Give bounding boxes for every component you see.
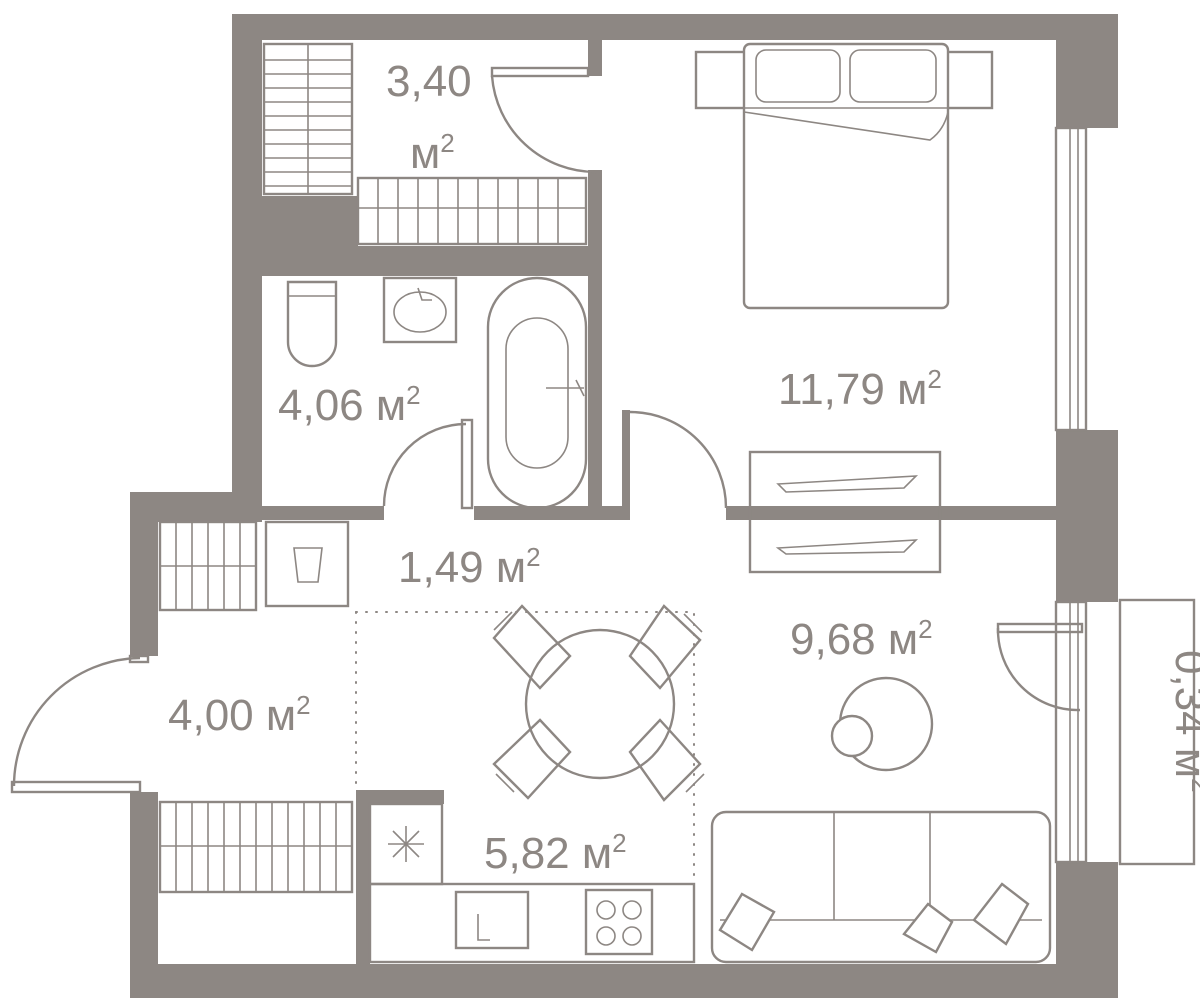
chair-bottom-left [492,718,572,800]
wall-right-2 [1056,430,1118,602]
walls [130,14,1118,998]
wall-top [232,14,1118,40]
wall-storage-right [588,40,602,76]
area-storage-unit: м2 [410,128,455,178]
bathroom-fixtures [286,276,588,510]
toilet-icon [286,280,338,368]
wall-bottom [130,964,1118,998]
hall-furniture [158,520,354,894]
snowflake-icon [388,826,424,862]
kitchen-furniture [368,802,696,964]
living-furniture [710,676,1052,964]
wall-hall-left-lower [130,792,158,998]
washing-machine [264,520,350,608]
kitchen-sink [454,890,530,950]
area-bathroom: 4,06 м2 [278,380,421,430]
doors [10,66,1084,794]
bedroom-furniture [694,42,994,574]
chair-bottom-right [628,718,705,802]
faucet-icon [417,287,432,301]
chair-top-right [628,604,703,690]
balcony-outline [1118,598,1196,866]
sink-icon [382,276,458,344]
kitchen-counter [368,882,696,964]
sofa [710,810,1052,964]
wall-storage-right-lower [588,170,602,510]
area-corridor: 1,49 м2 [398,542,541,592]
wall-bath-bottom-left [232,506,384,520]
wall-bath-bottom [474,506,628,520]
wall-right-3 [1056,862,1118,998]
kitchen-zone-boundary [355,611,695,885]
wall-kitchen-partition-v [356,790,370,966]
area-storage: 3,40 [386,57,472,106]
area-balcony: 0,34 м2 [1166,650,1200,793]
wall-storage-corner [232,196,358,276]
dining-table [524,628,676,780]
storage-shelves [262,42,588,246]
wall-bath-jamb [622,410,630,520]
bed-icon [742,42,950,310]
dining-set [492,604,705,802]
windows [1054,126,1088,864]
wall-kitchen-partition [356,790,444,804]
wall-hall-left-upper [130,492,158,656]
area-bedroom: 11,79 м2 [778,364,942,414]
area-living: 9,68 м2 [790,614,933,664]
chair-top-left [492,604,572,690]
cooktop-icon [584,888,654,956]
area-labels: 3,40 м2 4,06 м2 11,79 м2 1,49 м2 9,68 м2… [168,57,1200,878]
area-hall: 4,00 м2 [168,690,311,740]
wall-right-1 [1056,14,1118,128]
wall-bedroom-living [726,506,1056,520]
area-kitchen: 5,82 м2 [484,828,627,878]
dresser [748,450,942,574]
bathtub-icon [486,276,588,510]
